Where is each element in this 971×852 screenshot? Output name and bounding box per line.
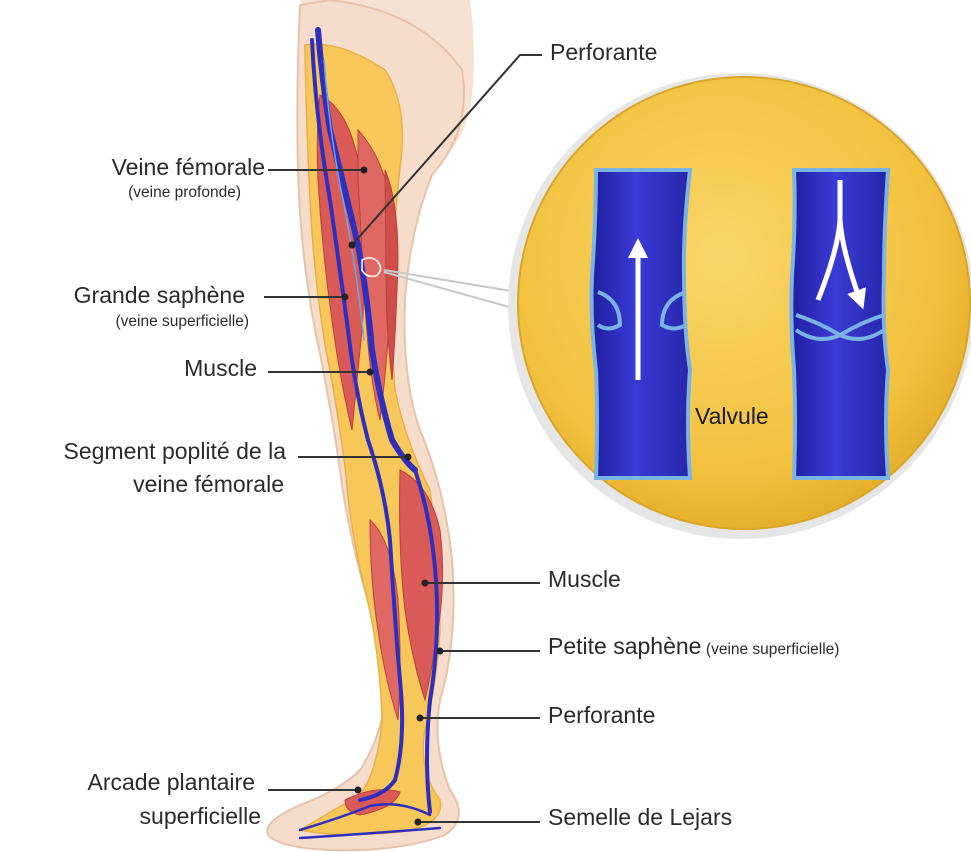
label-muscle-left: Muscle <box>184 356 257 381</box>
label-veine-superficielle-1: (veine superficielle) <box>115 313 249 330</box>
closed-valve-vein <box>791 170 888 478</box>
label-veine-profonde: (veine profonde) <box>128 184 241 201</box>
label-semelle: Semelle de Lejars <box>548 805 732 830</box>
label-petite-saphene: Petite saphène <box>548 633 701 659</box>
label-arcade-line1: Arcade plantaire <box>88 770 256 795</box>
label-perforante-bottom: Perforante <box>548 703 655 728</box>
label-veine-femorale: Veine fémorale <box>112 155 265 180</box>
label-segment-line2: veine fémorale <box>133 472 284 497</box>
label-grande-saphene: Grande saphène <box>74 283 245 308</box>
label-perforante-top: Perforante <box>550 40 657 65</box>
dot-perforante-top <box>349 242 356 249</box>
label-valvule: Valvule <box>695 404 769 429</box>
dot-muscle-left <box>367 369 374 376</box>
valve-inset <box>384 73 971 539</box>
dot-segment <box>405 454 412 461</box>
label-veine-superficielle-2: (veine superficielle) <box>706 641 840 658</box>
dot-grande-saphene <box>342 294 349 301</box>
label-muscle-right: Muscle <box>548 567 621 592</box>
leg-illustration <box>267 0 474 850</box>
dot-petite-saphene <box>437 648 444 655</box>
dot-muscle-right <box>422 580 429 587</box>
label-petite-saphene-row: Petite saphène (veine superficielle) <box>548 634 839 659</box>
dot-semelle <box>415 819 422 826</box>
dot-arcade <box>355 787 362 794</box>
open-valve-vein <box>592 170 691 478</box>
label-segment-line1: Segment poplité de la <box>64 439 287 464</box>
dot-perforante-bottom <box>417 715 424 722</box>
label-arcade-line2: superficielle <box>140 804 261 829</box>
dot-veine-femorale <box>361 167 368 174</box>
open-vein-body <box>592 170 691 478</box>
inset-circle <box>518 77 970 529</box>
